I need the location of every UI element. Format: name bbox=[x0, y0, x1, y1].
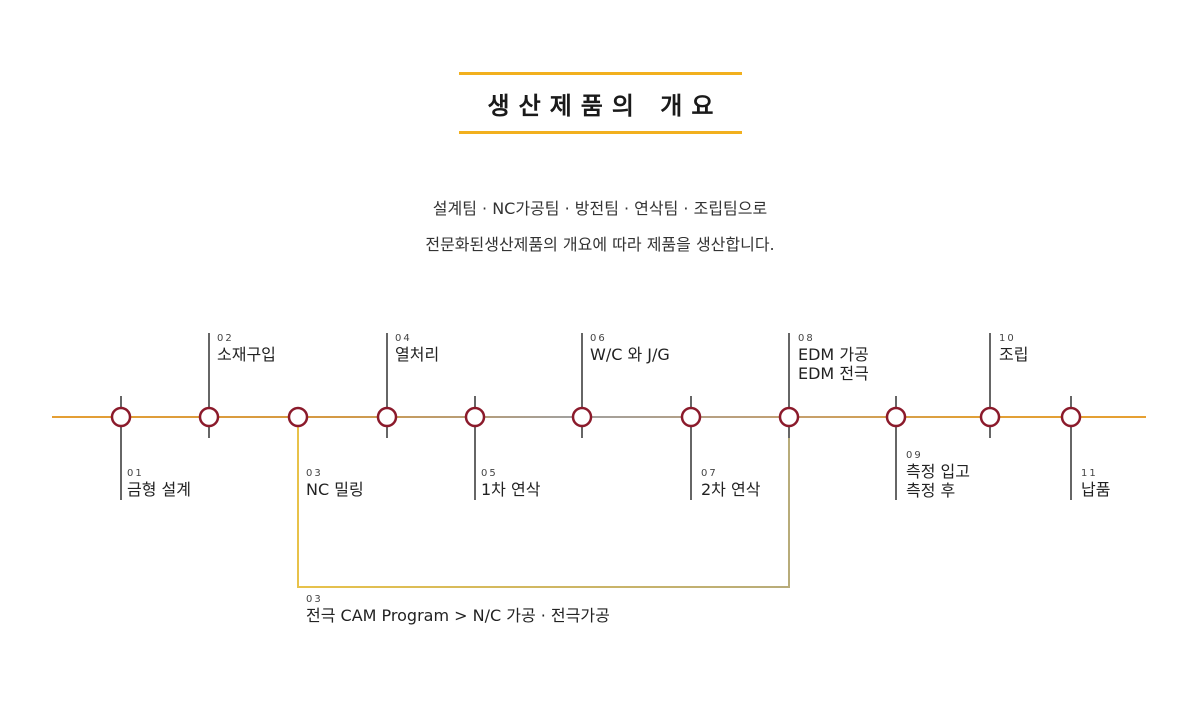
step-07: 07 2차 연삭 bbox=[701, 468, 760, 499]
step-10: 10 조립 bbox=[999, 333, 1028, 364]
step-label: W/C 와 J/G bbox=[590, 345, 670, 364]
node-04 bbox=[376, 406, 398, 428]
step-05: 05 1차 연삭 bbox=[481, 468, 540, 499]
step-label: EDM 가공 bbox=[798, 345, 869, 364]
step-08: 08 EDM 가공 EDM 전극 bbox=[798, 333, 869, 383]
branch-label: 전극 CAM Program > N/C 가공 · 전극가공 bbox=[306, 606, 610, 625]
node-03 bbox=[287, 406, 309, 428]
branch-connector bbox=[297, 417, 790, 588]
step-02: 02 소재구입 bbox=[217, 333, 276, 364]
node-05 bbox=[464, 406, 486, 428]
node-10 bbox=[979, 406, 1001, 428]
step-number: 06 bbox=[590, 333, 607, 344]
step-label: 금형 설계 bbox=[127, 480, 191, 499]
step-04: 04 열처리 bbox=[395, 333, 439, 364]
node-09 bbox=[885, 406, 907, 428]
step-number: 01 bbox=[127, 468, 144, 479]
node-08 bbox=[778, 406, 800, 428]
step-09: 09 측정 입고 측정 후 bbox=[906, 450, 970, 500]
step-label: 2차 연삭 bbox=[701, 480, 761, 499]
step-number: 11 bbox=[1081, 468, 1098, 479]
step-label: 소재구입 bbox=[217, 345, 276, 364]
page-title: 생산제품의 개요 bbox=[487, 91, 723, 120]
step-number: 09 bbox=[906, 450, 923, 461]
step-label: 납품 bbox=[1081, 480, 1111, 499]
branch-number: 03 bbox=[306, 594, 323, 605]
step-label-secondary: EDM 전극 bbox=[798, 364, 869, 383]
step-label: 조립 bbox=[999, 345, 1029, 364]
step-label-secondary: 측정 후 bbox=[906, 481, 956, 500]
step-number: 05 bbox=[481, 468, 498, 479]
step-label: NC 밀링 bbox=[306, 480, 364, 499]
step-number: 03 bbox=[306, 468, 323, 479]
branch-step: 03 전극 CAM Program > N/C 가공 · 전극가공 bbox=[306, 594, 610, 625]
step-01: 01 금형 설계 bbox=[127, 468, 191, 499]
step-number: 08 bbox=[798, 333, 815, 344]
node-02 bbox=[198, 406, 220, 428]
node-06 bbox=[571, 406, 593, 428]
description-line-1: 설계팀 · NC가공팀 · 방전팀 · 연삭팀 · 조립팀으로 bbox=[432, 199, 768, 218]
step-number: 10 bbox=[999, 333, 1016, 344]
step-11: 11 납품 bbox=[1081, 468, 1110, 499]
step-06: 06 W/C 와 J/G bbox=[590, 333, 670, 364]
step-number: 04 bbox=[395, 333, 412, 344]
node-01 bbox=[110, 406, 132, 428]
node-07 bbox=[680, 406, 702, 428]
description-line-2: 전문화된생산제품의 개요에 따라 제품을 생산합니다. bbox=[425, 235, 775, 254]
title-box: 생산제품의 개요 bbox=[459, 72, 742, 134]
step-03: 03 NC 밀링 bbox=[306, 468, 364, 499]
step-label: 열처리 bbox=[395, 345, 440, 364]
step-label: 1차 연삭 bbox=[481, 480, 541, 499]
step-label: 측정 입고 bbox=[906, 462, 970, 481]
node-11 bbox=[1060, 406, 1082, 428]
step-number: 07 bbox=[701, 468, 718, 479]
step-number: 02 bbox=[217, 333, 234, 344]
